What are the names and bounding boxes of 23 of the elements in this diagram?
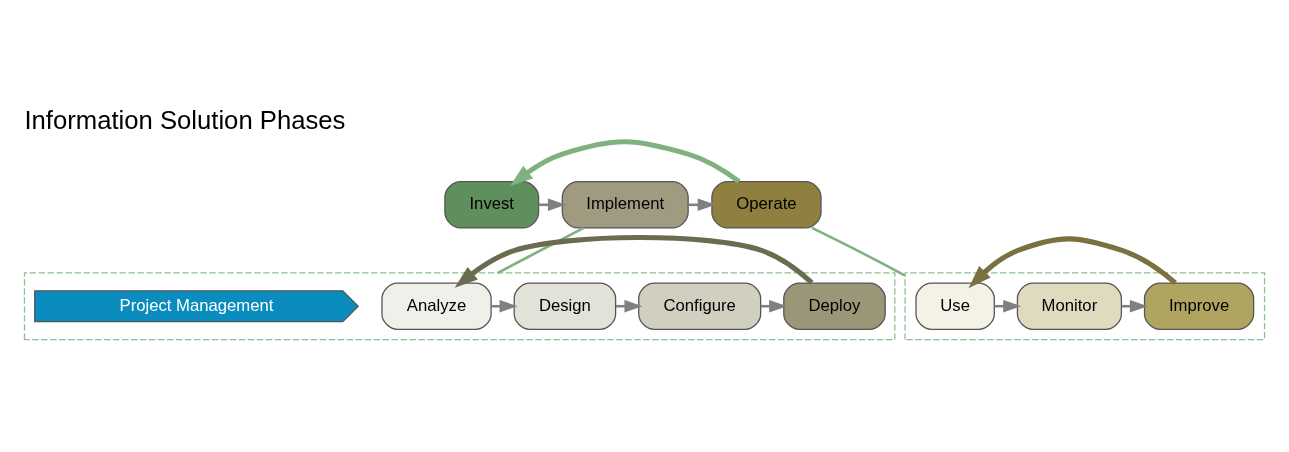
connector xyxy=(497,226,584,274)
connector xyxy=(811,226,906,277)
diagram-title: Information Solution Phases xyxy=(24,105,346,134)
arrow xyxy=(454,234,814,288)
node-box: Monitor xyxy=(1016,281,1123,330)
node-box: Configure xyxy=(638,281,762,330)
node-box: Analyze xyxy=(381,281,492,330)
node-box: Deploy xyxy=(783,281,886,330)
arrow xyxy=(968,235,1177,288)
node-box: Operate xyxy=(711,180,822,229)
cluster xyxy=(23,271,896,340)
node-box: Implement xyxy=(561,180,689,229)
arrow xyxy=(491,299,518,313)
arrow xyxy=(1121,299,1148,313)
cluster xyxy=(904,271,1266,340)
node-box: Invest xyxy=(444,180,540,229)
arrow xyxy=(616,299,643,313)
arrow xyxy=(994,299,1022,313)
node-box: Design xyxy=(513,281,617,330)
node-box: Use xyxy=(915,281,995,330)
arrow xyxy=(760,299,788,313)
node-box: Improve xyxy=(1143,281,1255,330)
arrow xyxy=(509,138,741,186)
